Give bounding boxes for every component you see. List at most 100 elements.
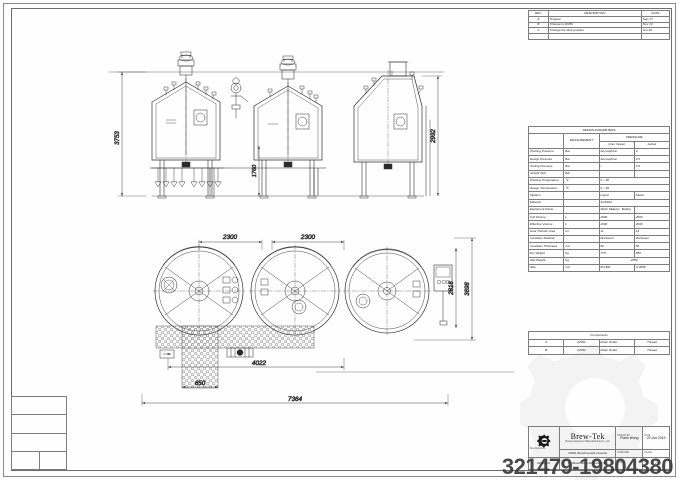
revision-header-row: REV. DESCRIPTION DATE — [528, 10, 671, 17]
param-inner: / — [598, 162, 635, 171]
logo-wordmark: BrewSolutions — [530, 447, 546, 451]
table-row: Airtight Test Bar — [527, 169, 671, 178]
param-unit: ℃ — [563, 176, 600, 186]
table-row: Full Volume L 2600 2600 — [527, 212, 671, 222]
equip-unit: L — [563, 220, 600, 229]
sheet-cell: SHEET — [615, 457, 644, 470]
drawn-by-value: Frank Wang — [620, 436, 639, 441]
equip-c3: 2600 — [633, 212, 671, 222]
title-block: BrewSolutions Brew-Tek Brewery Equipment… — [527, 425, 670, 470]
table-row — [11, 395, 67, 416]
equip-label: Dry Weight — [527, 249, 565, 258]
left-block-cell-3 — [11, 432, 67, 452]
equip-c1: 11 — [598, 227, 635, 236]
equip-c3: 2000 — [633, 220, 671, 229]
table-row: Working Pressure Bar Atmospheric 3 — [527, 147, 671, 157]
rev-cell: REV C — [642, 457, 670, 470]
left-block-cell-4a — [11, 450, 40, 471]
components-title: Components — [528, 331, 670, 340]
equip-unit: Kg — [563, 256, 600, 265]
gear-icon — [536, 434, 550, 448]
svg-text:3753: 3753 — [114, 131, 121, 145]
param-title-row: DESIGN PARAMETERS — [528, 125, 670, 135]
equipment-boiling: Boiling — [621, 207, 631, 212]
svg-text:3698: 3698 — [465, 282, 471, 296]
svg-text:2992: 2992 — [430, 129, 437, 144]
param-inner: SUS304 — [598, 198, 670, 207]
param-jacket: Steam — [633, 191, 671, 200]
equip-c3: Rockwool — [633, 234, 671, 244]
param-jacket: 3 — [633, 147, 671, 157]
param-unit: Bar — [563, 169, 600, 178]
equip-c1: 2000 — [598, 220, 635, 229]
equipment-lauter: Lauter — [611, 207, 620, 212]
table-row: Design Pressure Bar Atmospheric 3.5 — [527, 154, 671, 164]
equip-unit: L — [563, 212, 600, 222]
equip-size-3: H 3698 — [633, 263, 671, 273]
left-block-cell-2 — [11, 414, 67, 434]
param-header-row: MEASUREMENT PRESSURE — [527, 133, 670, 149]
param-label: Material — [527, 198, 565, 207]
table-row: A DN50 Drain Outlet Thread — [527, 338, 671, 348]
param-label: Design Temperature — [527, 183, 565, 193]
left-block-cell-1 — [11, 395, 67, 416]
param-inner: Atmospheric — [598, 147, 635, 157]
revision-date-empty — [640, 33, 671, 40]
table-row: Size mm Ø 2300 H 3698 — [527, 263, 671, 273]
component-size: DN50 — [563, 346, 600, 355]
revision-header-date: DATE — [640, 10, 671, 17]
param-inner: 0 ~ 98 — [598, 176, 670, 186]
drawn-by-label: DRAWN BY — [617, 433, 631, 437]
equip-unit: mm — [563, 263, 600, 273]
param-header-jacket: Jacket — [633, 140, 671, 149]
table-row: Medium Liquid Steam — [527, 191, 671, 200]
table-row: Insulation Material Rockwool Rockwool — [527, 234, 671, 244]
param-unit: Bar — [563, 162, 600, 171]
title-project-row: 2000L Brewhouse(3-vessels) CHECKED SCALE — [529, 449, 670, 459]
equip-label: Insulation Thickness — [527, 241, 565, 251]
component-name: Drain Outlet — [598, 338, 635, 348]
param-unit: ℃ — [563, 183, 600, 193]
equip-unit — [563, 234, 600, 244]
revision-block: REV. DESCRIPTION DATE A Original Sep 17 … — [528, 10, 671, 40]
title-drawingno-row: DWG NO. BT-Brewhouse-2000-2011-C6 SHEET … — [527, 457, 670, 470]
brand-subtitle: Brewery Equipment Manufacturing Co., Ltd… — [565, 441, 610, 443]
left-block-cell-4b — [38, 450, 67, 471]
checked-label: CHECKED — [617, 451, 630, 455]
equipment-mash-tun: Mash Tun — [600, 207, 614, 212]
title-main-row: BrewSolutions Brew-Tek Brewery Equipment… — [527, 425, 670, 459]
drawing-number: BT-Brewhouse-2000-2011-C6 — [559, 457, 617, 470]
equip-c1: 80 — [598, 241, 635, 251]
project-name: 2000L Brewhouse(3-vessels) — [559, 449, 617, 459]
svg-text:650: 650 — [195, 380, 206, 387]
sheet-outer-border — [3, 3, 676, 477]
equip-unit: Kg — [563, 249, 600, 258]
svg-text:1760: 1760 — [252, 164, 258, 177]
design-parameters-block: DESIGN PARAMETERS MEASUREMENT PRESSURE I… — [527, 125, 671, 273]
param-label: Working Temperature — [527, 176, 565, 186]
components-title-row: Components — [528, 331, 670, 340]
param-jacket: 3.8 — [633, 162, 671, 171]
param-unit — [563, 198, 600, 207]
svg-text:7364: 7364 — [288, 396, 303, 403]
equip-label: Effective Volume — [527, 220, 565, 229]
param-blank-corner — [527, 133, 565, 149]
equipment-unit-blank — [563, 205, 600, 215]
param-inner: 0 ~ 99 — [598, 183, 670, 193]
design-parameters-title: DESIGN PARAMETERS — [528, 125, 670, 135]
component-connection: Thread — [633, 346, 671, 355]
component-mark: B — [527, 346, 565, 355]
param-jacket: 3.5 — [633, 154, 671, 164]
param-header-inner-vessel: Inner Vessel — [598, 140, 635, 149]
equip-c3: 680 — [633, 249, 671, 258]
revision-rev-empty — [528, 33, 549, 40]
svg-text:2300: 2300 — [222, 234, 238, 241]
equip-wet-weight: 2850 — [598, 256, 670, 265]
equip-label: Wet Weight — [527, 256, 565, 265]
table-row — [11, 414, 67, 434]
table-row: Wet Weight Kg 2850 — [527, 256, 670, 265]
revision-description-empty — [547, 33, 642, 40]
param-unit — [563, 191, 600, 200]
param-inner — [598, 169, 635, 178]
components-block: Components A DN50 Drain Outlet Thread B … — [527, 331, 671, 355]
